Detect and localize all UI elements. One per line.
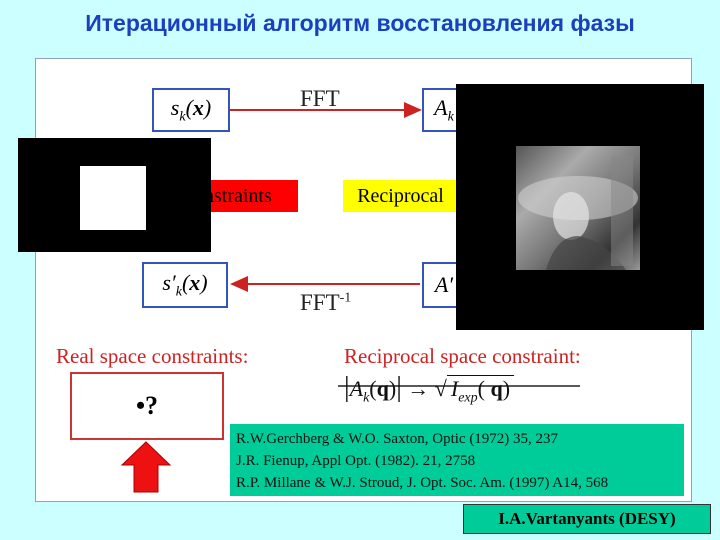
abs-bar-left: |	[344, 372, 350, 403]
author-credit: I.A.Vartanyants (DESY)	[463, 504, 711, 534]
reciprocal-space-heading: Reciprocal space constraint:	[344, 344, 581, 368]
real-space-heading: Real space constraints:	[56, 344, 249, 368]
reference-item: R.P. Millane & W.J. Stroud, J. Opt. Soc.…	[236, 475, 609, 491]
diffraction-image	[456, 84, 704, 330]
fft-label: FFT	[300, 86, 340, 111]
references-box: R.W.Gerchberg & W.O. Saxton, Optic (1972…	[230, 424, 684, 496]
reference-item: R.W.Gerchberg & W.O. Saxton, Optic (1972…	[236, 431, 559, 447]
question-box: •?	[70, 372, 224, 440]
portrait-sketch	[518, 156, 638, 270]
ifft-text: FFT	[300, 290, 340, 315]
ifft-label: FFT-1	[300, 290, 351, 316]
real-constraints-box: nstraints	[198, 180, 298, 212]
sk-box: sk(x)	[152, 88, 230, 132]
sk-label: sk(x)	[170, 94, 212, 125]
object-image	[18, 138, 211, 252]
white-square-support	[80, 166, 146, 230]
page-title: Итерационный алгоритм восстановления фаз…	[85, 10, 635, 36]
reciprocal-formula: |Ak(q)| → √Iexp( q)	[344, 372, 515, 406]
reciprocal-box: Reciprocal	[343, 180, 458, 212]
sk-prime-label: s′k(x)	[162, 269, 208, 300]
red-up-arrow-icon	[120, 441, 172, 493]
ifft-superscript: -1	[339, 290, 352, 306]
question-text: •?	[135, 391, 159, 420]
abs-bar-right: |	[396, 372, 402, 403]
a-prime-label: A′	[434, 272, 454, 297]
portrait-photo	[516, 146, 640, 270]
reference-item: J.R. Fienup, Appl Opt. (1982). 21, 2758	[236, 453, 476, 469]
sk-prime-box: s′k(x)	[142, 262, 228, 308]
ak-label: Ak	[434, 94, 454, 125]
